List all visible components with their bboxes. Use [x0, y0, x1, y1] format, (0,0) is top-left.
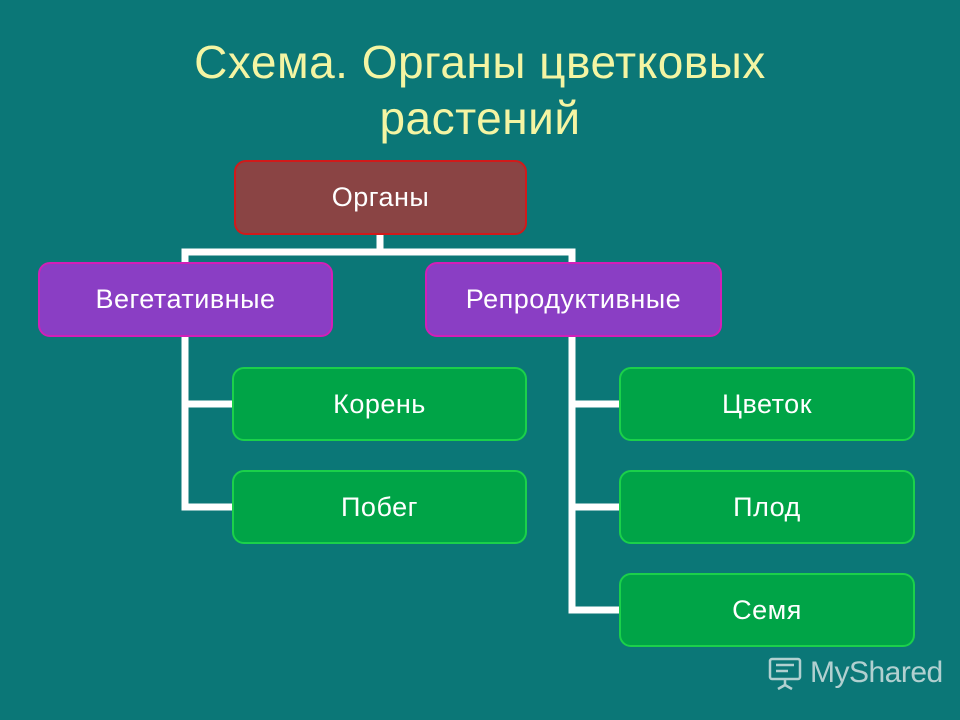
slide-title-line-1: Схема. Органы цветковых — [194, 36, 766, 88]
node-reproductive: Репродуктивные — [425, 262, 722, 337]
node-pobeg: Побег — [232, 470, 527, 544]
node-koren: Корень — [232, 367, 527, 441]
node-tsvetok: Цветок — [619, 367, 915, 441]
slide-title: Схема. Органы цветковых растений — [0, 34, 960, 146]
node-plod-label: Плод — [733, 491, 801, 522]
node-semya: Семя — [619, 573, 915, 647]
watermark-text: MyShared — [810, 656, 943, 689]
node-semya-label: Семя — [732, 594, 802, 625]
node-reproductive-label: Репродуктивные — [465, 284, 682, 314]
presentation-board-icon — [768, 657, 802, 691]
node-plod: Плод — [619, 470, 915, 544]
watermark: MyShared — [766, 654, 943, 692]
slide-title-line-2: растений — [379, 92, 581, 144]
node-vegetative: Вегетативные — [38, 262, 333, 337]
node-vegetative-label: Вегетативные — [95, 284, 276, 314]
node-organs: Органы — [234, 160, 527, 235]
node-tsvetok-label: Цветок — [721, 388, 813, 419]
node-pobeg-label: Побег — [341, 491, 418, 522]
node-organs-label: Органы — [331, 182, 430, 212]
node-koren-label: Корень — [333, 388, 426, 419]
